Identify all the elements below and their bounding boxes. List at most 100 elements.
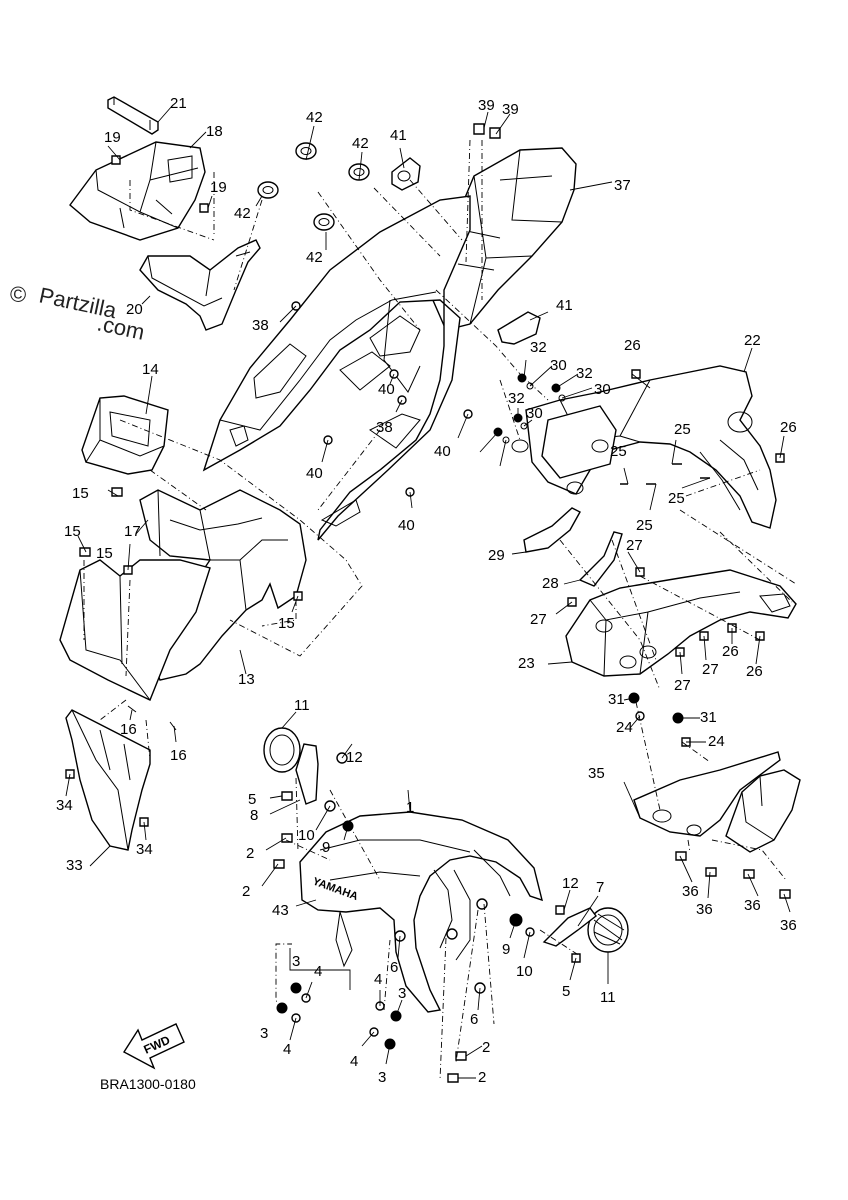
part-41-grommets: [391, 157, 541, 345]
callout-labels: 1 2 2 2 2 3 3 3 3 4 4 4 4 5 5 6 6 7 8 9 …: [56, 95, 797, 1086]
callout-32-c: 32: [508, 390, 525, 407]
callout-1: 1: [406, 799, 414, 816]
callout-13: 13: [238, 671, 255, 688]
callout-32-b: 32: [576, 365, 593, 382]
callout-12-a: 12: [346, 749, 363, 766]
copyright-symbol: ©: [10, 282, 26, 307]
callout-5-a: 5: [248, 791, 256, 808]
rear-frame-assembly: [202, 195, 471, 541]
callout-6-a: 6: [390, 959, 398, 976]
part-23-license-bracket: [565, 569, 797, 677]
callout-36-c: 36: [744, 897, 761, 914]
callout-35: 35: [588, 765, 605, 782]
callout-31-a: 31: [608, 691, 625, 708]
callout-34-b: 34: [136, 841, 153, 858]
callout-32-a: 32: [530, 339, 547, 356]
leader-lines: [65, 105, 791, 1079]
callout-33: 33: [66, 857, 83, 874]
callout-42-c: 42: [234, 205, 251, 222]
callout-23: 23: [518, 655, 535, 672]
callout-5-b: 5: [562, 983, 570, 1000]
callout-4-c: 4: [374, 971, 382, 988]
callout-30-b: 30: [594, 381, 611, 398]
callout-11-a: 11: [294, 697, 310, 714]
callout-40-c: 40: [306, 465, 323, 482]
part-28-bracket: [578, 531, 623, 587]
callout-16-a: 16: [120, 721, 137, 738]
part-29-bracket: [523, 507, 581, 553]
callout-43: 43: [272, 902, 289, 919]
callout-15-d: 15: [278, 615, 295, 632]
part-11-reflector-left: [263, 727, 301, 773]
callout-37: 37: [614, 177, 631, 194]
callout-40-d: 40: [398, 517, 415, 534]
callout-22: 22: [744, 332, 761, 349]
callout-38-b: 38: [376, 419, 393, 436]
callout-42-a: 42: [306, 109, 323, 126]
callout-2-c: 2: [482, 1039, 490, 1056]
callout-34-a: 34: [56, 797, 73, 814]
callout-18: 18: [206, 123, 223, 140]
part-14-housing: [81, 395, 169, 475]
callout-11-b: 11: [600, 989, 616, 1006]
callout-27-d: 27: [674, 677, 691, 694]
callout-26-b: 26: [780, 419, 797, 436]
callout-19-a: 19: [104, 129, 121, 146]
callout-16-b: 16: [170, 747, 187, 764]
callout-9-a: 9: [322, 839, 330, 856]
callout-2-a: 2: [246, 845, 254, 862]
part-21-strap: [107, 96, 159, 135]
callout-27-a: 27: [626, 537, 643, 554]
callout-14: 14: [142, 361, 159, 378]
callout-40-b: 40: [434, 443, 451, 460]
callout-39-a: 39: [478, 97, 495, 114]
diagram-code: BRA1300-0180: [100, 1076, 196, 1092]
callout-17: 17: [124, 523, 141, 540]
callout-36-a: 36: [682, 883, 699, 900]
callout-15-a: 15: [72, 485, 89, 502]
callout-9-b: 9: [502, 941, 510, 958]
callout-40-a: 40: [378, 381, 395, 398]
part-8-stay-left: [295, 743, 319, 805]
callout-24-b: 24: [708, 733, 725, 750]
callout-21: 21: [170, 95, 187, 112]
callout-41-b: 41: [556, 297, 573, 314]
callout-3-b: 3: [260, 1025, 268, 1042]
callout-41-a: 41: [390, 127, 407, 144]
part-35-bracket: [633, 751, 801, 853]
part-22-rear-fender-upper: [511, 365, 777, 529]
callout-2-b: 2: [242, 883, 250, 900]
part-18-battery-tray: [69, 141, 206, 241]
callout-29: 29: [488, 547, 505, 564]
callout-36-b: 36: [696, 901, 713, 918]
callout-4-a: 4: [314, 963, 322, 980]
callout-28: 28: [542, 575, 559, 592]
part-13-inner-fender: [59, 489, 307, 701]
callout-25-b: 25: [610, 443, 627, 460]
callout-3-d: 3: [378, 1069, 386, 1086]
callout-25-d: 25: [636, 517, 653, 534]
callout-2-d: 2: [478, 1069, 486, 1086]
callout-25-c: 25: [668, 490, 685, 507]
callout-4-d: 4: [350, 1053, 358, 1070]
part-33-mud-flap: [65, 709, 151, 851]
callout-30-a: 30: [550, 357, 567, 374]
callout-20: 20: [126, 301, 143, 318]
callout-15-b: 15: [64, 523, 81, 540]
callout-25-a: 25: [674, 421, 691, 438]
callout-39-b: 39: [502, 101, 519, 118]
callout-6-b: 6: [470, 1011, 478, 1028]
callout-30-c: 30: [526, 405, 543, 422]
callout-19-b: 19: [210, 179, 227, 196]
callout-42-b: 42: [352, 135, 369, 152]
part-20-bracket: [139, 239, 261, 331]
callout-31-b: 31: [700, 709, 717, 726]
callout-42-d: 42: [306, 249, 323, 266]
callout-26-a: 26: [624, 337, 641, 354]
callout-26-d: 26: [746, 663, 763, 680]
callout-3-c: 3: [398, 985, 406, 1002]
callout-7: 7: [596, 879, 604, 896]
callout-12-b: 12: [562, 875, 579, 892]
